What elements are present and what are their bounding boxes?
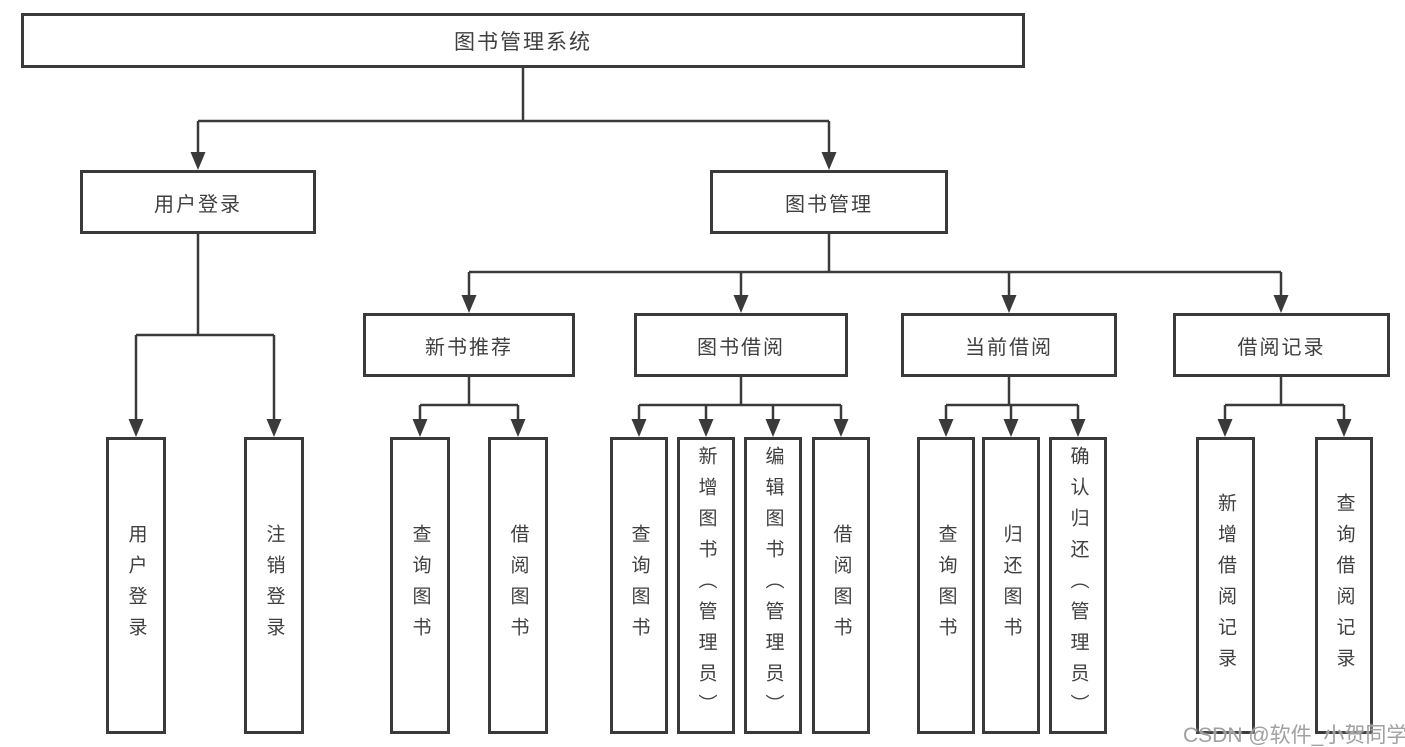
arrowhead	[631, 419, 647, 437]
leaf-confirm-return-admin: 确认归还（管理员）	[1049, 437, 1107, 734]
arrowhead	[510, 419, 526, 437]
arrowhead	[412, 419, 428, 437]
node-label: 确认归还（管理员）	[1067, 446, 1089, 725]
leaf-user-login: 用户登录	[106, 437, 166, 734]
node-label: 图书管理	[785, 193, 873, 216]
node-label: 新增借阅记录	[1215, 492, 1236, 679]
arrowhead	[765, 419, 781, 437]
leaf-borrow-books: 借阅图书	[812, 437, 870, 734]
arrowhead	[1001, 295, 1017, 313]
connector-currentborrow-to-leaves	[944, 377, 1080, 420]
node-label: 归还图书	[1000, 523, 1022, 648]
connector-bookborrow-to-leaves	[637, 377, 843, 420]
arrowhead	[266, 419, 282, 437]
arrowhead	[1336, 419, 1352, 437]
node-label: 借阅图书	[830, 523, 852, 648]
node-label: 注销登录	[263, 523, 285, 648]
node-label: 查询图书	[628, 523, 650, 648]
node-label: 新书推荐	[425, 336, 513, 359]
arrowheads	[128, 152, 1352, 437]
connector-root-to-level2	[196, 68, 831, 153]
leaf-logout: 注销登录	[244, 437, 304, 734]
arrowhead	[833, 419, 849, 437]
arrowhead	[821, 152, 837, 170]
arrowhead	[1070, 419, 1086, 437]
connector-borrowrecords-to-leaves	[1223, 377, 1346, 420]
node-label: 用户登录	[154, 193, 242, 216]
csdn-watermark: CSDN @软件_小贺同学	[1183, 724, 1405, 747]
arrowhead	[1273, 295, 1289, 313]
leaf-query-borrow-record: 查询借阅记录	[1315, 437, 1373, 734]
arrowhead	[733, 295, 749, 313]
node-user-login: 用户登录	[80, 170, 316, 234]
arrowhead	[461, 295, 477, 313]
node-label: 当前借阅	[965, 336, 1053, 359]
node-label: 查询图书	[935, 523, 957, 648]
leaf-borrow-books-recommend: 借阅图书	[488, 437, 548, 734]
node-borrowing-records: 借阅记录	[1173, 313, 1390, 377]
leaf-query-books-borrowing: 查询图书	[610, 437, 668, 734]
arrowhead	[1003, 419, 1019, 437]
node-label: 新增图书（管理员）	[695, 446, 717, 725]
node-label: 查询图书	[409, 523, 431, 648]
arrowhead	[1217, 419, 1233, 437]
connector-bookmgmt-to-level3	[467, 234, 1283, 296]
node-label: 借阅记录	[1237, 336, 1326, 359]
node-library-management-system: 图书管理系统	[21, 13, 1025, 68]
arrowhead	[128, 419, 144, 437]
connector-newbook-to-leaves	[418, 377, 520, 420]
connector-userlogin-to-leaves	[134, 234, 276, 420]
node-label: 图书借阅	[697, 336, 785, 359]
arrowhead	[938, 419, 954, 437]
node-label: 编辑图书（管理员）	[762, 446, 784, 725]
node-new-book-recommendation: 新书推荐	[363, 313, 575, 377]
node-label: 图书管理系统	[454, 30, 592, 54]
node-book-borrowing: 图书借阅	[634, 313, 848, 377]
node-current-borrowing: 当前借阅	[901, 313, 1117, 377]
leaf-add-borrow-record: 新增借阅记录	[1196, 437, 1255, 734]
node-label: 查询借阅记录	[1333, 492, 1355, 679]
arrowhead	[190, 152, 206, 170]
leaf-return-books: 归还图书	[982, 437, 1040, 734]
leaf-add-books-admin: 新增图书（管理员）	[677, 437, 735, 734]
node-book-management: 图书管理	[710, 170, 948, 234]
arrowhead	[698, 419, 714, 437]
leaf-edit-books-admin: 编辑图书（管理员）	[744, 437, 802, 734]
node-label: 用户登录	[125, 523, 147, 648]
leaf-query-books-recommend: 查询图书	[390, 437, 450, 734]
leaf-query-books-current: 查询图书	[917, 437, 975, 734]
node-label: 借阅图书	[507, 523, 529, 648]
